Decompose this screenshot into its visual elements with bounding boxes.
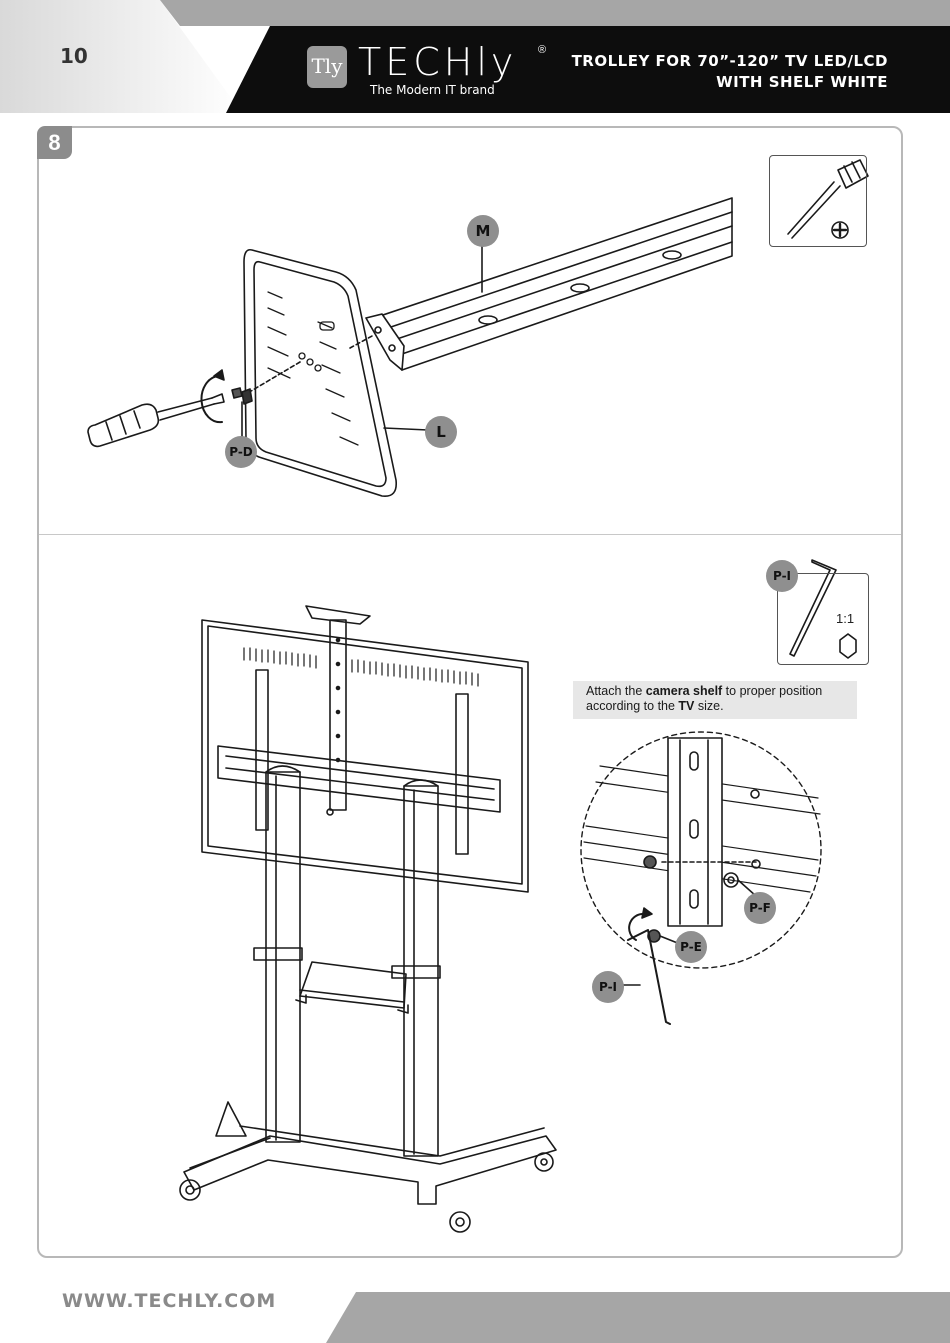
product-title: TROLLEY FOR 70”-120” TV LED/LCD WITH SHE…: [572, 51, 888, 93]
logo-mark: Tly: [307, 54, 347, 78]
product-title-line2: WITH SHELF WHITE: [572, 72, 888, 93]
tool-label-p-i: P-I: [766, 560, 798, 592]
brand-tagline: The Modern IT brand: [370, 83, 495, 97]
tool-box-screwdriver: [769, 155, 867, 247]
note-prefix: Attach the: [586, 684, 646, 698]
step-number-badge: 8: [37, 126, 72, 159]
brand-name: TECHly: [358, 40, 517, 84]
instruction-note: Attach the camera shelf to proper positi…: [573, 681, 857, 719]
panel-divider: [39, 534, 901, 535]
tool-scale: 1:1: [836, 611, 854, 626]
part-label-p-e: P-E: [675, 931, 707, 963]
registered-mark: ®: [538, 44, 546, 56]
part-label-l: L: [425, 416, 457, 448]
product-title-line1: TROLLEY FOR 70”-120” TV LED/LCD: [572, 51, 888, 72]
techly-logo-icon: Tly: [307, 46, 347, 88]
part-label-m: M: [467, 215, 499, 247]
website-url: WWW.TECHLY.COM: [62, 1290, 276, 1312]
note-tv: TV: [678, 699, 694, 713]
note-suffix: size.: [694, 699, 723, 713]
note-camera-shelf: camera shelf: [646, 684, 722, 698]
page-number: 10: [60, 44, 88, 68]
part-label-p-d: P-D: [225, 436, 257, 468]
part-label-p-f: P-F: [744, 892, 776, 924]
part-label-p-i: P-I: [592, 971, 624, 1003]
